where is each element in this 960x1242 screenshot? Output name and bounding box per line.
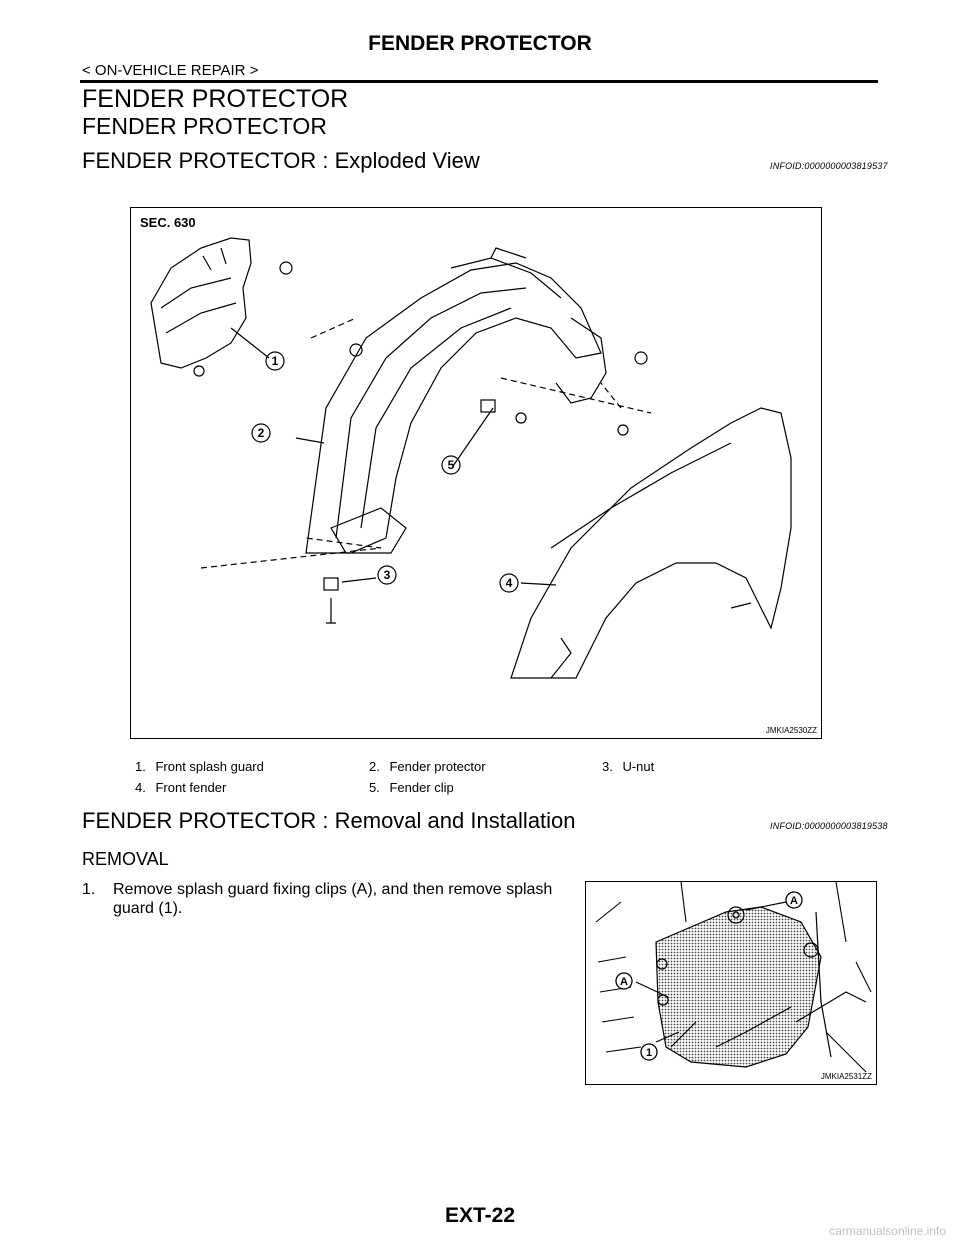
legend-number: 1. xyxy=(135,759,146,774)
figure-section-label: SEC. 630 xyxy=(140,215,196,230)
callout-A-top: A xyxy=(790,895,798,907)
legend-item-5: 5. Fender clip xyxy=(369,780,454,795)
section-title-removal: FENDER PROTECTOR : Removal and Installat… xyxy=(82,808,576,833)
step-1: 1. Remove splash guard fixing clips (A),… xyxy=(82,880,576,918)
legend-item-2: 2. Fender protector xyxy=(369,759,486,774)
page-heading: FENDER PROTECTOR xyxy=(82,85,349,113)
legend-text: Fender clip xyxy=(389,780,454,795)
step-number: 1. xyxy=(82,881,96,898)
watermark: carmanualsonline.info xyxy=(829,1224,946,1238)
removal-subheading: REMOVAL xyxy=(82,849,169,869)
legend-number: 3. xyxy=(602,759,613,774)
breadcrumb: < ON-VEHICLE REPAIR > xyxy=(82,62,259,79)
info-id-removal: INFOID:0000000003819538 xyxy=(770,821,888,831)
splash-guard-photo-figure: A A 1 JMKIA2531ZZ xyxy=(585,881,877,1085)
callout-3: 3 xyxy=(384,568,391,582)
figure-code: JMKIA2531ZZ xyxy=(820,1072,872,1081)
callout-2: 2 xyxy=(258,426,265,440)
callout-1: 1 xyxy=(272,354,279,368)
callout-1-photo: 1 xyxy=(646,1047,652,1059)
legend-text: Front fender xyxy=(155,780,227,795)
running-header-title: FENDER PROTECTOR xyxy=(368,32,592,55)
callout-4: 4 xyxy=(506,576,513,590)
exploded-view-figure: SEC. 630 xyxy=(130,207,822,739)
callout-5: 5 xyxy=(448,458,455,472)
sub-heading: FENDER PROTECTOR xyxy=(82,113,327,139)
legend-number: 2. xyxy=(369,759,380,774)
figure-code: JMKIA2530ZZ xyxy=(765,726,817,735)
legend-item-3: 3. U-nut xyxy=(602,759,654,774)
legend-text: Front splash guard xyxy=(155,759,264,774)
step-text-line-2: guard (1). xyxy=(113,900,183,917)
step-text-line-1: Remove splash guard fixing clips (A), an… xyxy=(113,881,553,898)
exploded-view-illustration: SEC. 630 xyxy=(140,215,792,679)
page-number: EXT-22 xyxy=(444,1204,516,1227)
section-title-exploded-view: FENDER PROTECTOR : Exploded View xyxy=(82,148,480,173)
legend-number: 4. xyxy=(135,780,146,795)
splash-guard-illustration: A A 1 xyxy=(595,881,872,1073)
legend-item-4: 4. Front fender xyxy=(135,780,226,795)
legend-text: U-nut xyxy=(622,759,655,774)
callout-A-left: A xyxy=(620,976,628,988)
header-divider xyxy=(80,80,878,83)
legend-item-1: 1. Front splash guard xyxy=(135,759,264,774)
info-id-exploded-view: INFOID:0000000003819537 xyxy=(770,161,888,171)
legend-text: Fender protector xyxy=(389,759,486,774)
legend-number: 5. xyxy=(369,780,380,795)
